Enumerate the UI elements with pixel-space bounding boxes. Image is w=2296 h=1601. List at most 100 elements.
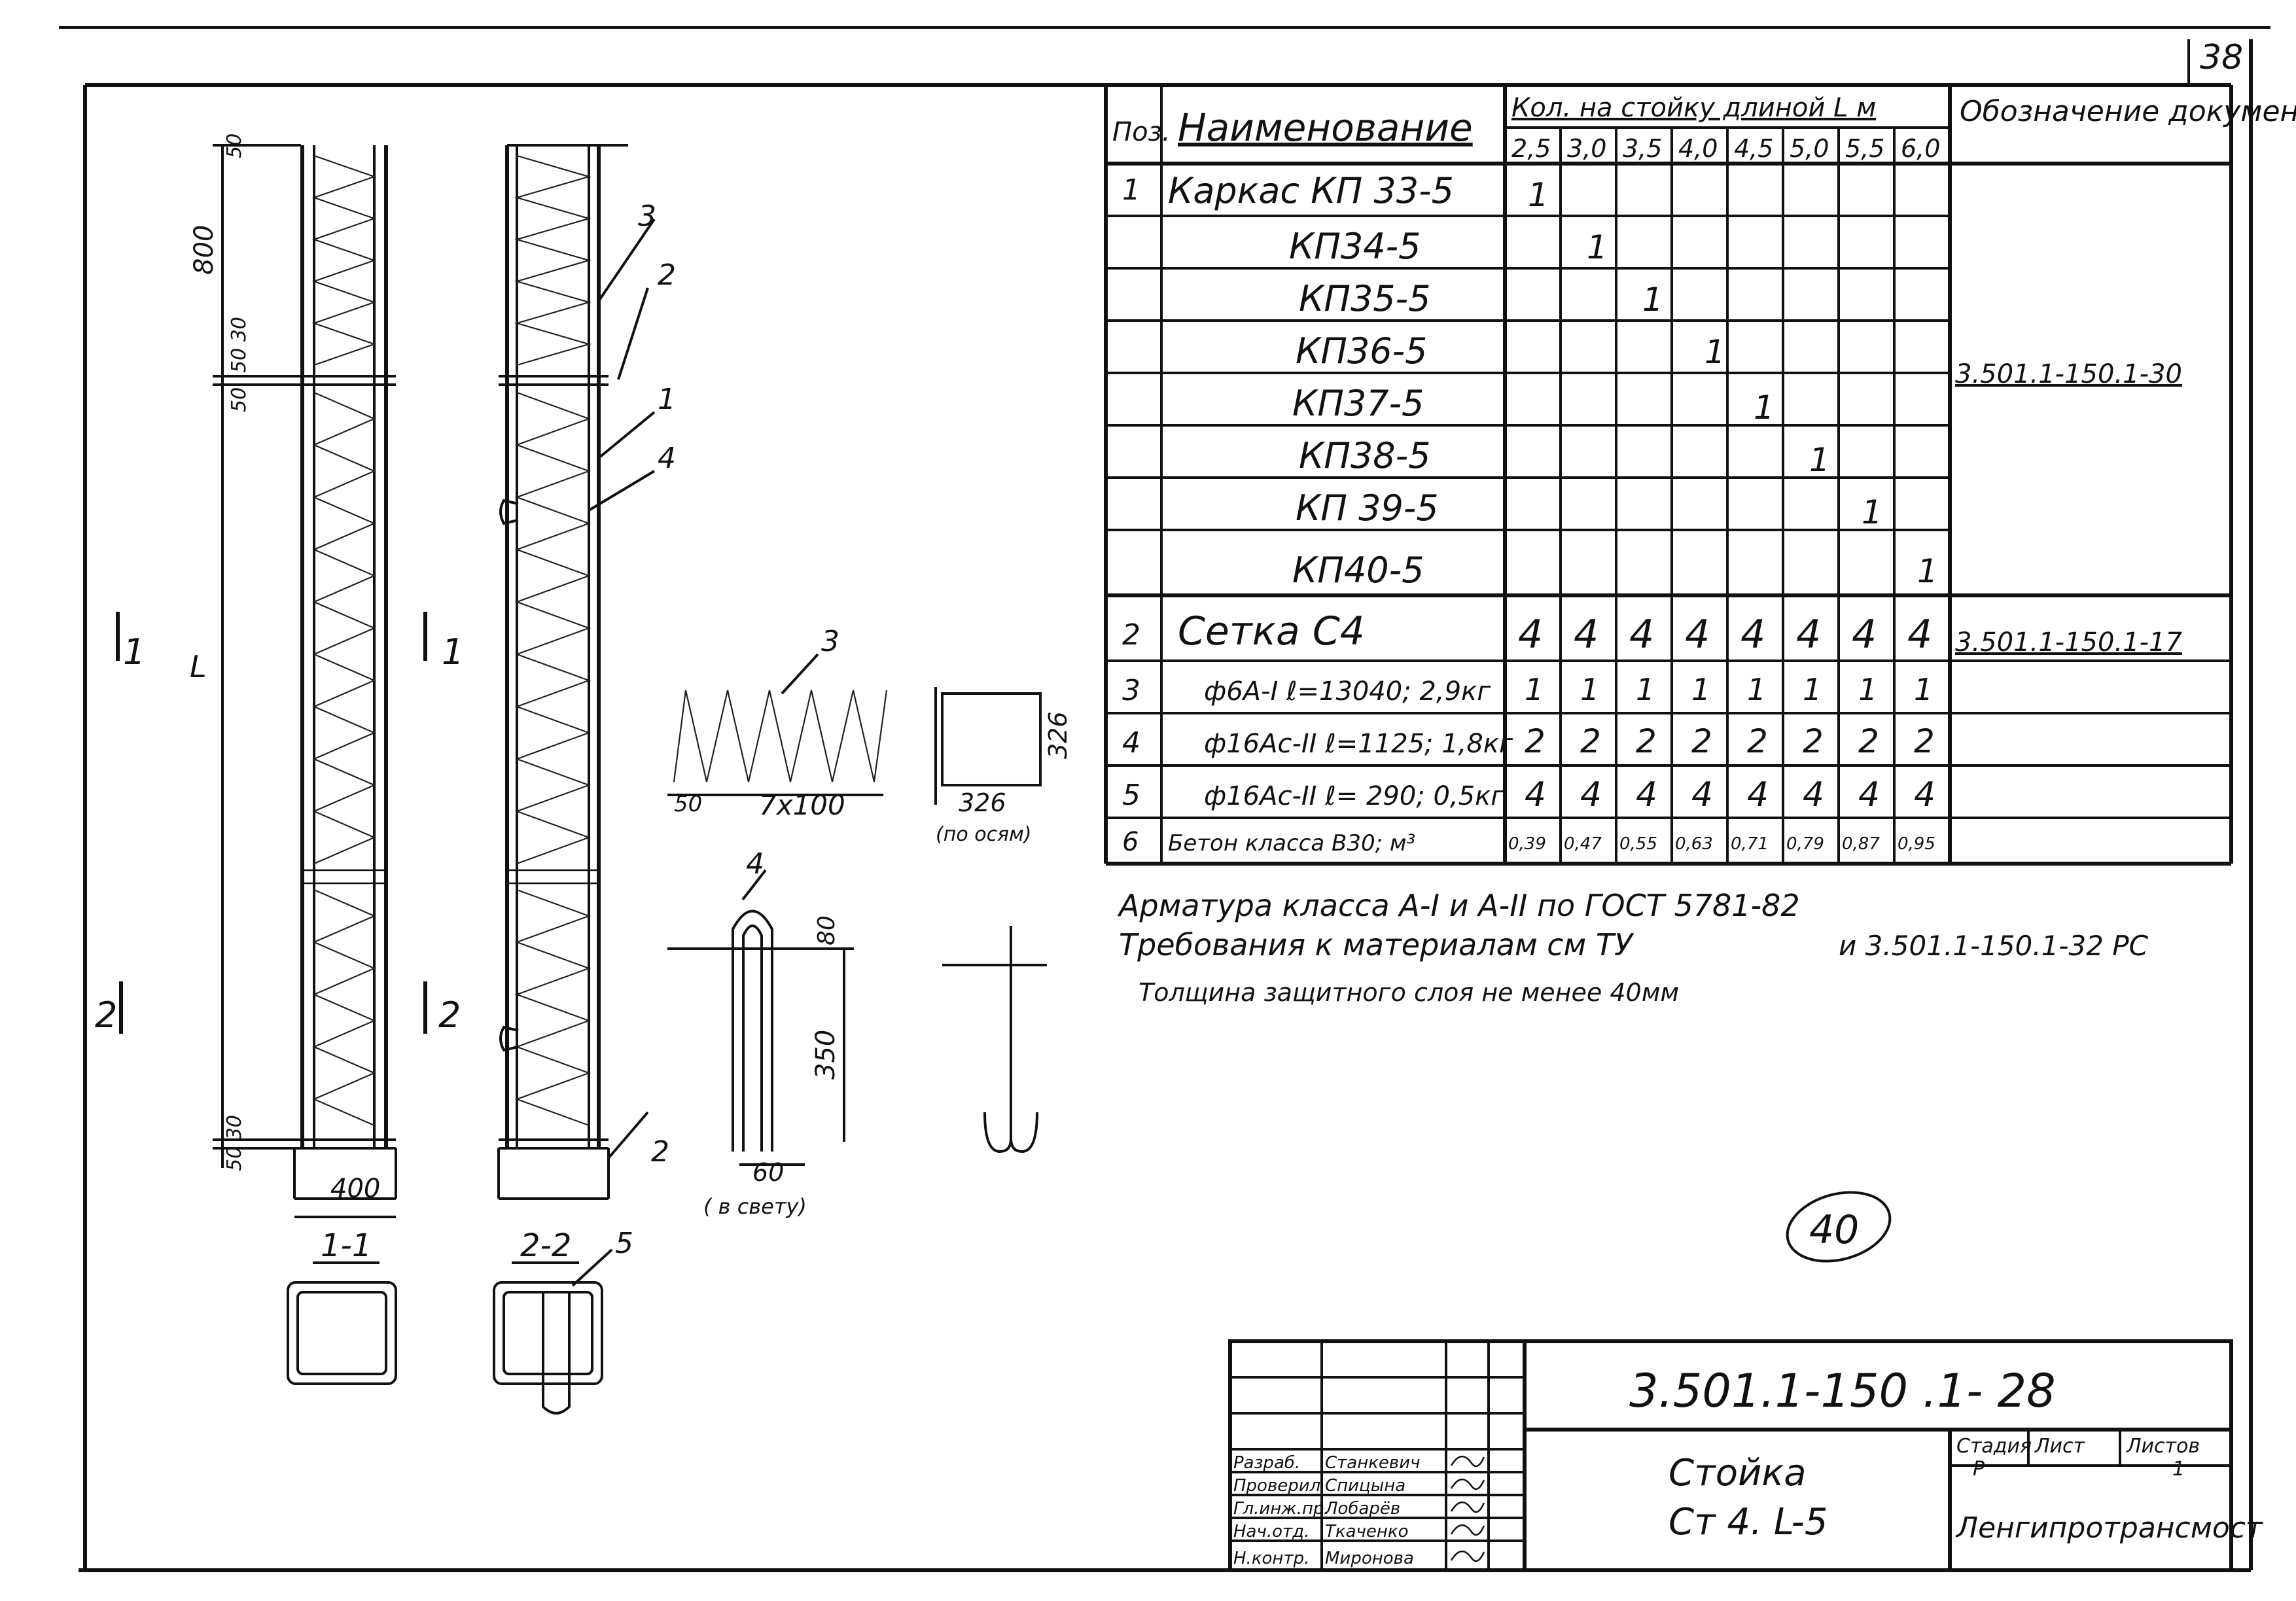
row-name: КП35-5 <box>1299 278 1431 319</box>
qty-cell: 0,79 <box>1786 834 1824 854</box>
qty-cell: 1 <box>1587 228 1608 266</box>
header-name: Наименование <box>1178 105 1473 150</box>
qty-cell: 1 <box>1914 672 1933 707</box>
row-name: Бетон класса В30; м³ <box>1168 830 1415 856</box>
row-name: КП 39-5 <box>1296 487 1439 529</box>
title-block <box>1228 1339 2233 1572</box>
signature-names: Станкевич Спицына Лобарёв Ткаченко Мирон… <box>1324 1453 1421 1568</box>
qty-cell: 2 <box>1858 722 1879 760</box>
header-len-7: 6,0 <box>1901 134 1940 163</box>
drawing-code: 3.501.1-150 .1- 28 <box>1629 1364 2056 1418</box>
svg-text:2: 2 <box>95 994 117 1036</box>
circled-mark: 40 <box>1786 1191 1892 1263</box>
doc-ref: 3.501.1-150.1-30 <box>1955 359 2182 389</box>
row-pos: 1 <box>1122 173 1140 207</box>
qty-cell: 4 <box>1803 775 1824 815</box>
note-line: Требования к материалам см ТУ <box>1119 927 1634 962</box>
row-name: ф6А-I ℓ=13040; 2,9кг <box>1204 677 1491 707</box>
svg-text:1-1: 1-1 <box>321 1227 372 1264</box>
spec-header: Поз. Наименование Кол. на стойку длиной … <box>1112 93 2296 163</box>
header-len-6: 5,5 <box>1845 134 1884 163</box>
qty-cell: 4 <box>1629 612 1654 658</box>
role: Проверил <box>1233 1476 1320 1496</box>
qty-cell: 1 <box>1747 672 1766 707</box>
person-name: Станкевич <box>1325 1453 1421 1473</box>
role: Нач.отд. <box>1233 1522 1309 1541</box>
qty-cell: 1 <box>1803 672 1822 707</box>
signature-roles: Разраб. Проверил Гл.инж.пр. Нач.отд. Н.к… <box>1233 1453 1330 1568</box>
qty-cell: 1 <box>1754 389 1775 427</box>
qty-cell: 4 <box>1518 612 1543 658</box>
person-name: Ткаченко <box>1325 1522 1409 1541</box>
svg-text:4: 4 <box>658 442 676 475</box>
person-name: Миронова <box>1325 1549 1414 1568</box>
sheet-frame <box>59 26 2270 1572</box>
svg-text:800: 800 <box>189 225 219 275</box>
header-pos: Поз. <box>1112 117 1171 147</box>
qty-cell: 4 <box>1852 612 1877 658</box>
sheets-label: Листов <box>2126 1435 2200 1458</box>
svg-text:2: 2 <box>438 994 461 1036</box>
person-name: Спицына <box>1325 1476 1405 1496</box>
note-line: Арматура класса А-I и А-II по ГОСТ 5781-… <box>1117 888 1800 923</box>
sheet-number: 38 <box>2200 38 2243 77</box>
qty-cell: 2 <box>1747 722 1768 760</box>
sheets-value: 1 <box>2172 1458 2185 1481</box>
svg-text:50: 50 <box>674 791 702 817</box>
qty-cell: 0,63 <box>1675 834 1713 854</box>
qty-cell: 0,39 <box>1508 834 1546 854</box>
note-line: Толщина защитного слоя не менее 40мм <box>1139 978 1679 1007</box>
qty-cell: 4 <box>1691 775 1713 815</box>
qty-cell: 4 <box>1574 612 1598 658</box>
spec-name-column: Каркас КП 33-5 КП34-5 КП35-5 КП36-5 КП37… <box>1168 170 1513 856</box>
svg-text:5: 5 <box>615 1227 633 1260</box>
row-name: ф16Ас-II ℓ=1125; 1,8кг <box>1204 729 1513 759</box>
svg-text:50 30: 50 30 <box>223 1115 246 1171</box>
qty-cell: 0,71 <box>1731 834 1769 854</box>
svg-text:1: 1 <box>442 631 464 673</box>
row-pos: 2 <box>1122 618 1140 652</box>
svg-text:326: 326 <box>1044 711 1072 759</box>
qty-cell: 1 <box>1580 672 1599 707</box>
role: Гл.инж.пр. <box>1233 1499 1330 1519</box>
qty-cell: 2 <box>1914 722 1935 760</box>
qty-cell: 0,55 <box>1619 834 1657 854</box>
section-1-1: 1-1 <box>287 1227 397 1385</box>
row-name: ф16Ас-II ℓ= 290; 0,5кг <box>1204 781 1505 811</box>
qty-cell: 4 <box>1740 612 1765 658</box>
stage-label: Стадия <box>1956 1435 2032 1458</box>
header-len-3: 4,0 <box>1678 134 1718 163</box>
svg-text:50: 50 <box>223 133 246 158</box>
svg-text:2-2: 2-2 <box>520 1227 571 1264</box>
qty-cell: 4 <box>1907 612 1932 658</box>
svg-text:400: 400 <box>330 1174 380 1204</box>
svg-text:50: 50 <box>228 387 251 412</box>
leader-lines <box>571 218 819 1287</box>
svg-text:1: 1 <box>658 383 676 416</box>
svg-text:60: 60 <box>752 1158 784 1187</box>
qty-cell: 1 <box>1525 672 1544 707</box>
spec-qty-cells: 1 1 1 1 1 1 1 1 4 4 4 4 4 4 4 4 1 1 1 1 … <box>1508 176 1938 854</box>
svg-text:2: 2 <box>658 258 676 292</box>
qty-cell: 4 <box>1580 775 1602 815</box>
qty-cell: 1 <box>1691 672 1710 707</box>
header-len-1: 3,0 <box>1567 134 1606 163</box>
svg-text:50 30: 50 30 <box>228 317 251 373</box>
hairpin-detail <box>732 909 1047 1152</box>
qty-cell: 4 <box>1747 775 1769 815</box>
svg-text:2: 2 <box>651 1135 669 1169</box>
organization: Ленгипротрансмост <box>1955 1511 2263 1545</box>
header-len-4: 4,5 <box>1734 134 1773 163</box>
qty-cell: 0,95 <box>1898 834 1935 854</box>
svg-text:4: 4 <box>746 847 764 881</box>
dimension-values: 50 800 50 30 50 L 50 30 400 50 7х100 326… <box>189 133 1072 1219</box>
svg-text:7х100: 7х100 <box>759 789 845 821</box>
qty-cell: 1 <box>1642 281 1663 319</box>
row-name: КП40-5 <box>1292 550 1424 591</box>
qty-cell: 2 <box>1636 722 1657 760</box>
qty-cell: 0,47 <box>1564 834 1602 854</box>
cut-marks: 1 1 2 2 <box>95 612 464 1036</box>
header-qty-group: Кол. на стойку длиной L м <box>1511 93 1876 123</box>
row-name: КП38-5 <box>1299 435 1431 476</box>
row-name: КП37-5 <box>1292 383 1424 424</box>
